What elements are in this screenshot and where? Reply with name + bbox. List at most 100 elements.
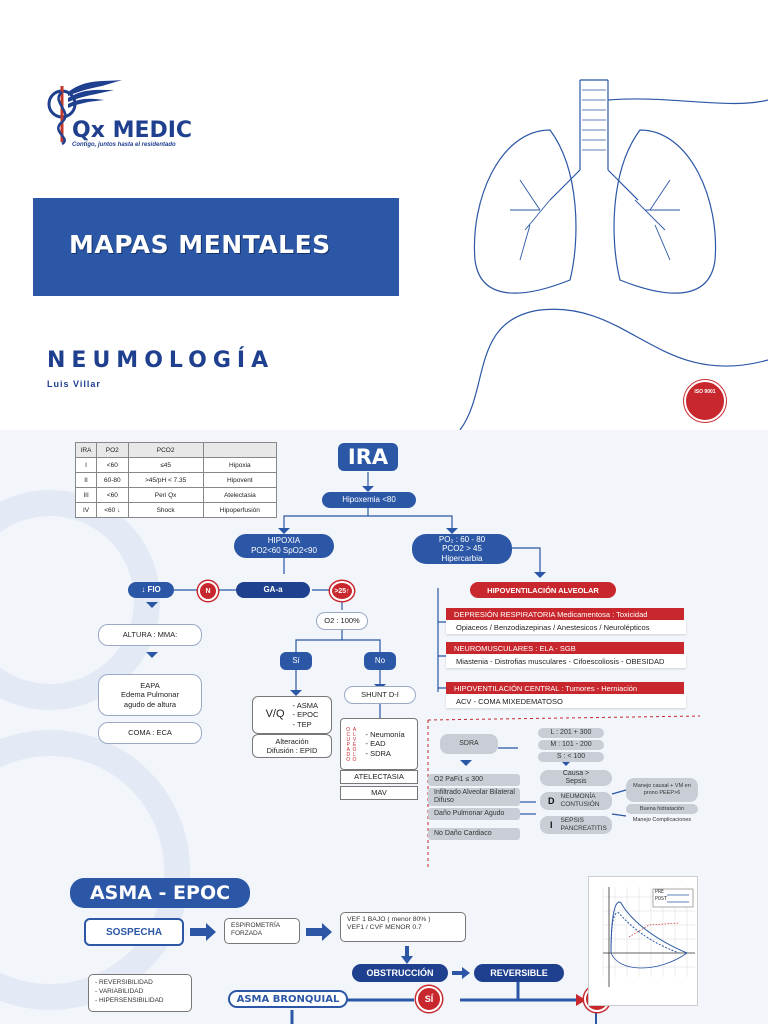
- asma-feature: - VARIABILIDAD: [95, 988, 144, 996]
- table-cell: ≤45: [127, 457, 204, 473]
- vef-line: VEF1 / CVF MENOR 0.7: [347, 924, 422, 932]
- indirecto-letter: I: [550, 819, 553, 830]
- table-cell: Hipoxia: [202, 457, 278, 473]
- eapa-title: EAPA: [140, 680, 160, 690]
- hipoventilacion-item-body: Opiaceos / Benzodiazepinas / Anestesicos…: [446, 620, 686, 634]
- connector-lines: [146, 472, 701, 870]
- yes-badge: SÍ: [416, 986, 442, 1012]
- table-cell: <60: [96, 487, 129, 503]
- vef-criteria-node: VEF 1 BAJO ( menor 80% ) VEF1 / CVF MENO…: [340, 912, 466, 942]
- eapa-node: EAPA Edema Pulmonar agudo de altura: [98, 674, 202, 716]
- elevated-badge: >25↑: [330, 581, 354, 601]
- manejo-causal: Manejo causal + VM en prono PEEP>6: [626, 778, 698, 802]
- asma-feature: - REVERSIBILIDAD: [95, 979, 153, 986]
- brand-tagline: Contigo, juntos hasta el residentado: [72, 142, 176, 148]
- hipoventilacion-item-head: NEUROMUSCULARES : ELA - SGB: [446, 642, 684, 654]
- table-row: III <60 Peri Qx Atelectasia: [74, 487, 278, 503]
- table-cell: IV: [74, 502, 98, 518]
- legend-pre: PRE: [655, 889, 665, 895]
- flow-volume-plot: PRE POST: [588, 876, 698, 1006]
- oxygen-test-node: O2 : 100%: [316, 612, 368, 630]
- table-header-row: IRA PO2 PCO2: [74, 442, 278, 458]
- obstruccion-node: OBSTRUCCIÓN: [352, 964, 448, 982]
- lungs-illustration-icon: [459, 79, 768, 430]
- difusion-line: Difusión : EPID: [266, 746, 318, 755]
- indirecto-text: SEPSIS PANCREATITIS: [560, 817, 607, 832]
- mind-map: IRA PO2 PCO2 I <60 ≤45 Hipoxia II 60-80 …: [0, 430, 768, 1024]
- fio-node: ↓ FIO: [128, 582, 174, 598]
- asma-epoc-title: ASMA - EPOC: [70, 878, 250, 908]
- brand-qx: Qx: [72, 118, 113, 143]
- shunt-node: SHUNT D-I: [344, 686, 416, 704]
- manejo-hidratacion: Buena hidratación: [626, 804, 698, 814]
- sdra-severo: S : < 100: [538, 752, 604, 762]
- yes-node: Sí: [280, 652, 312, 670]
- sdra-leve: L : 201 + 300: [538, 728, 604, 738]
- title-banner: MAPAS MENTALES: [33, 198, 399, 296]
- espirometria-node: ESPIROMETRÍA FORZADA: [224, 918, 300, 944]
- manejo-complicaciones: Manejo Complicaciones: [632, 816, 692, 823]
- no-node: No: [364, 652, 396, 670]
- brand-medic: MEDIC: [112, 118, 193, 143]
- table-cell: III: [74, 487, 98, 503]
- subject-title: NEUMOLOGÍA: [47, 348, 275, 373]
- table-cell: >45/pH < 7.35: [127, 472, 204, 488]
- arrow-right-icon: [306, 923, 332, 941]
- sdra-criterion: Infiltrado Alveolar Bilateral Difuso: [428, 788, 520, 806]
- espirometria-line: FORZADA: [231, 930, 263, 938]
- alveolo-list: - Neumonía - EAD - SDRA: [365, 729, 405, 758]
- coma-node: COMA : ECA: [98, 722, 202, 744]
- table-header-cell: PO2: [96, 442, 129, 458]
- iso-seal-icon: ISO 9001: [684, 380, 726, 422]
- hipoxemia-node: Hipoxemia <80: [322, 492, 416, 508]
- alveolo-vertical-label: ALVEOLO OCUPADO: [345, 726, 358, 762]
- arrow-down-icon: [401, 946, 413, 964]
- table-cell: <60 ↓: [96, 502, 129, 518]
- table-cell: Hipoperfusión: [202, 502, 278, 518]
- vef-line: VEF 1 BAJO ( menor 80% ): [347, 916, 431, 923]
- table-cell: Shock: [127, 502, 204, 518]
- sdra-moderado: M : 101 - 200: [538, 740, 604, 750]
- author-name: Luis Villar: [47, 379, 101, 389]
- hipercarbia-node: PO₂ : 60 - 80 PCO2 > 45 Hipercarbia: [412, 534, 512, 564]
- directo-text: NEUMONÍA CONTUSIÓN: [560, 793, 600, 808]
- asma-features-box: - REVERSIBILIDAD - VARIABILIDAD - HIPERS…: [88, 974, 192, 1012]
- gradiente-aa-node: GA-a: [236, 582, 310, 598]
- hipercarbia-label: Hipercarbia: [441, 553, 483, 563]
- ira-classification-table: IRA PO2 PCO2 I <60 ≤45 Hipoxia II 60-80 …: [74, 442, 278, 518]
- sdra-criterion: Daño Pulmonar Agudo: [428, 808, 520, 820]
- sdra-criterion: No Daño Cardiaco: [428, 828, 520, 840]
- table-cell: II: [74, 472, 98, 488]
- eapa-line: Edema Pulmonar: [121, 690, 179, 700]
- hipoventilacion-title: HIPOVENTILACIÓN ALVEOLAR: [470, 582, 616, 598]
- table-cell: <60: [96, 457, 129, 473]
- asma-bronquial-node: ASMA BRONQUIAL: [228, 990, 348, 1008]
- ira-title: IRA: [338, 443, 398, 471]
- asma-feature: - HIPERSENSIBILIDAD: [95, 997, 164, 1005]
- cover-page: Qx MEDIC Contigo, juntos hasta el reside…: [0, 0, 768, 430]
- sdra-directo: D NEUMONÍA CONTUSIÓN: [540, 792, 612, 810]
- table-row: IV <60 ↓ Shock Hipoperfusión: [74, 502, 278, 518]
- eapa-line: agudo de altura: [123, 699, 177, 709]
- vq-box: V/Q - ASMA - EPOC - TEP: [252, 696, 332, 734]
- directo-letter: D: [548, 795, 555, 806]
- reversible-node: REVERSIBLE: [474, 964, 564, 982]
- hipoventilacion-item-head: DEPRESIÓN RESPIRATORIA Medicamentosa : T…: [446, 608, 684, 620]
- table-cell: 60-80: [96, 472, 129, 488]
- flow-volume-curve: [602, 887, 695, 987]
- table-header-cell: [202, 442, 278, 458]
- arrow-right-icon: [190, 923, 216, 941]
- hipoxia-label: HIPOXIA: [267, 536, 301, 546]
- hipoventilacion-item-body: ACV - COMA MIXEDEMATOSO: [446, 694, 686, 708]
- espirometria-line: ESPIROMETRÍA: [231, 922, 281, 929]
- sdra-indirecto: I SEPSIS PANCREATITIS: [540, 816, 612, 834]
- vq-list: - ASMA - EPOC - TEP: [292, 700, 319, 729]
- causa-line: Sepsis: [565, 778, 587, 785]
- table-row: I <60 ≤45 Hipoxia: [74, 457, 278, 473]
- sospecha-node: SOSPECHA: [84, 918, 184, 946]
- table-row: II 60-80 >45/pH < 7.35 Hipovent: [74, 472, 278, 488]
- atelectasia-box: ATELECTASIA: [340, 770, 418, 784]
- causa-line: Causa >: [562, 769, 590, 777]
- vq-label: V/Q: [265, 708, 285, 721]
- hipoxia-node: HIPOXIA PO2<60 SpO2<90: [234, 534, 334, 558]
